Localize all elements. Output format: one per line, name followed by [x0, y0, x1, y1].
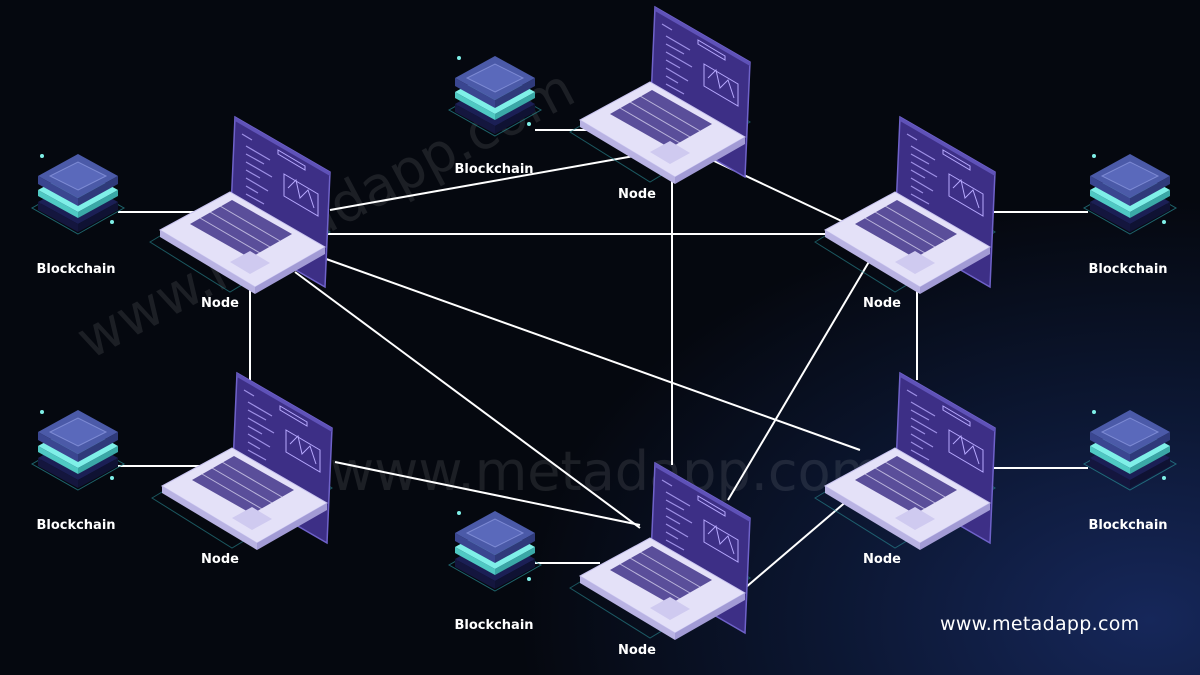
- node-label: Node: [201, 552, 239, 567]
- blockchain-label: Blockchain: [36, 518, 115, 533]
- link: [744, 499, 849, 589]
- blockchain-label: Blockchain: [1088, 262, 1167, 277]
- blockchain-block-icon: [1083, 153, 1177, 235]
- node-label: Node: [201, 296, 239, 311]
- blockchain-label: Blockchain: [1088, 518, 1167, 533]
- blockchain-block-icon: [31, 153, 125, 235]
- blockchain-block-icon: [448, 510, 542, 592]
- network-links: [118, 129, 1088, 589]
- blockchain-label: Blockchain: [36, 262, 115, 277]
- blockchain-block-icon: [31, 409, 125, 491]
- site-url: www.metadapp.com: [940, 613, 1140, 635]
- node-label: Node: [863, 296, 901, 311]
- link: [334, 461, 641, 526]
- laptop-icon: [814, 116, 996, 295]
- laptop-icon: [151, 372, 333, 551]
- node-label: Node: [618, 187, 656, 202]
- node-label: Node: [863, 552, 901, 567]
- laptop-icon: [569, 6, 751, 185]
- node-label: Node: [618, 643, 656, 658]
- link: [314, 254, 861, 451]
- blockchain-block-icon: [1083, 409, 1177, 491]
- blockchain-label: Blockchain: [454, 162, 533, 177]
- blockchain-label: Blockchain: [454, 618, 533, 633]
- link: [294, 271, 641, 529]
- link: [329, 155, 635, 211]
- link: [727, 259, 871, 501]
- watermark-center: www.metadapp.com: [330, 440, 883, 503]
